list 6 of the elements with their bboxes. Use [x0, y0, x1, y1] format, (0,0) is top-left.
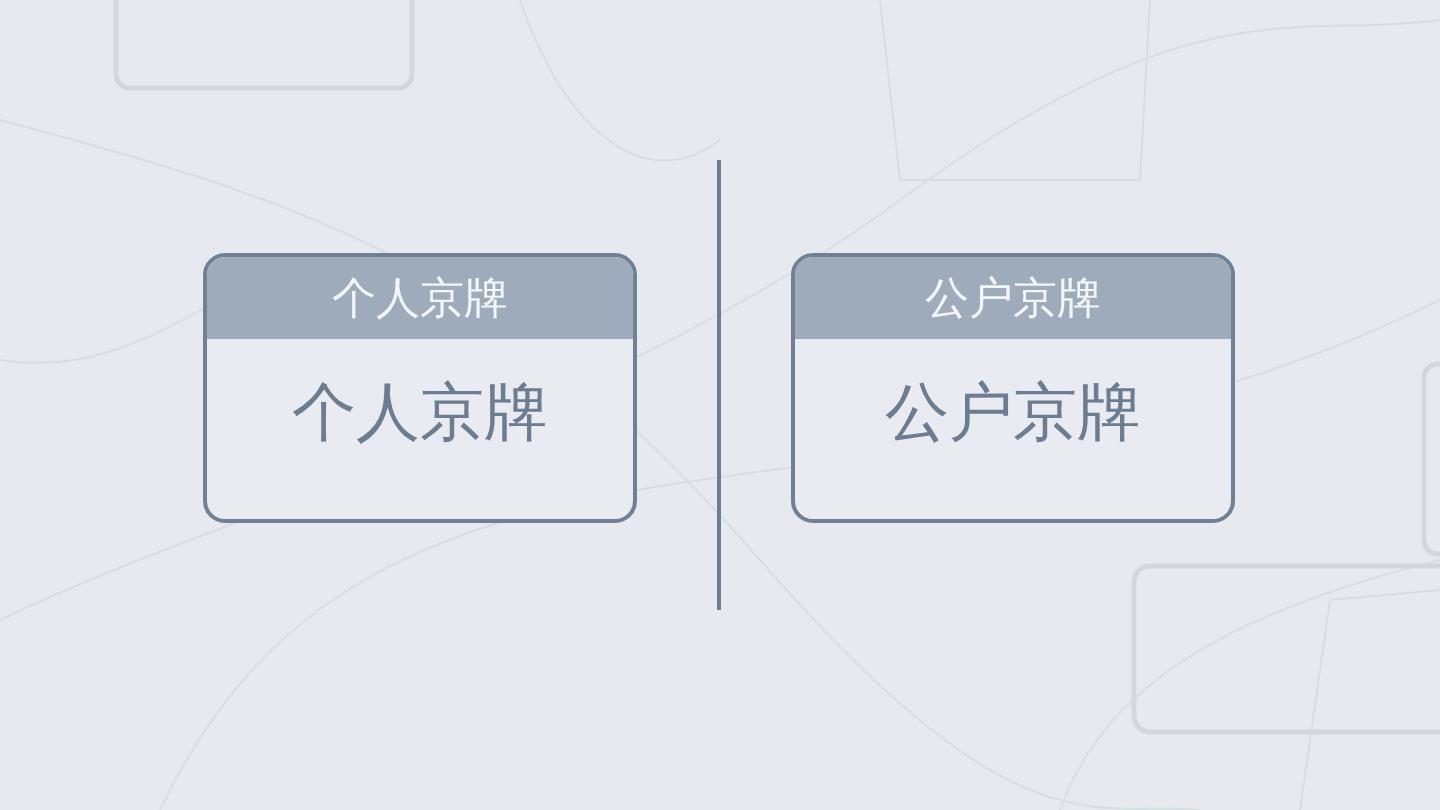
- card-title: 个人京牌: [332, 273, 508, 323]
- plate-card: [203, 253, 637, 523]
- plate-type-text: 公户京牌: [885, 375, 1141, 449]
- plate-type-text: 个人京牌: [292, 375, 548, 449]
- plate-card: [791, 253, 1235, 523]
- card-title: 公户京牌: [925, 273, 1101, 323]
